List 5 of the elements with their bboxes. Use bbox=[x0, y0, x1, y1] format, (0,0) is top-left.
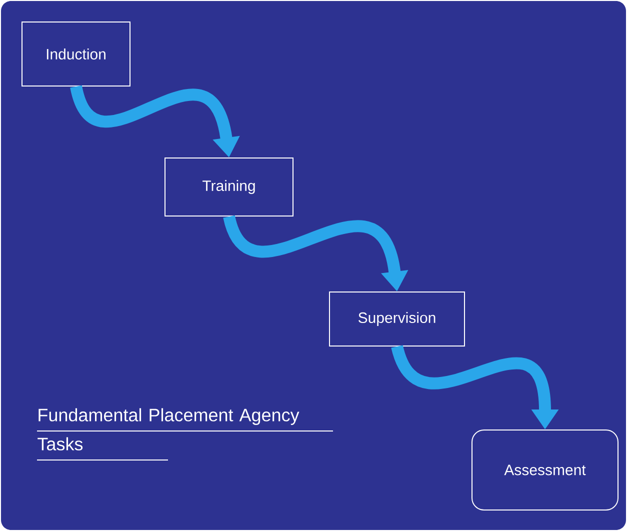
process-box: Induction bbox=[22, 22, 130, 86]
process-box: Supervision bbox=[329, 292, 465, 346]
underlined-title: Fundamental Placement Agency Tasks bbox=[38, 408, 300, 450]
process-box: Training bbox=[164, 158, 294, 216]
rounded-box: Assessment bbox=[472, 430, 618, 510]
